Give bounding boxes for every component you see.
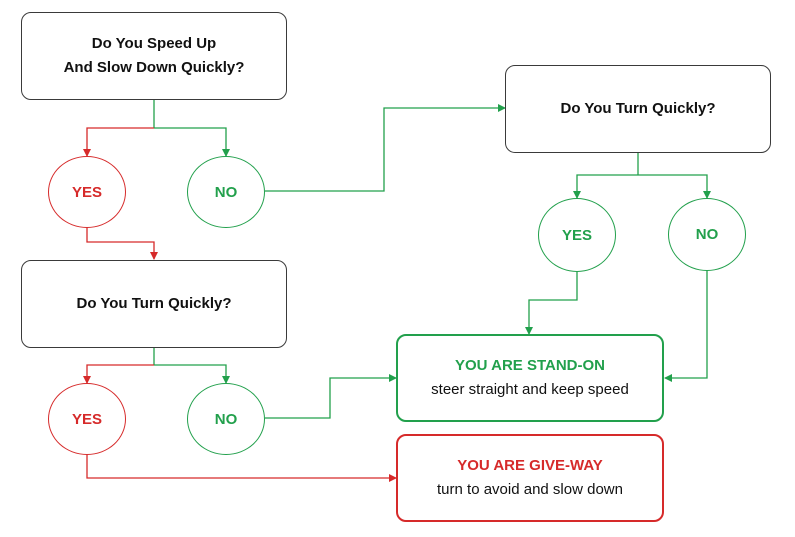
answer-yes-2: YES [48, 383, 126, 455]
connector-yes3-standon [525, 272, 578, 335]
result-give-way-subtitle: turn to avoid and slow down [437, 481, 623, 498]
question-turn-right-box: Do You Turn Quickly? [505, 65, 771, 153]
connector-q3-yes [573, 174, 638, 199]
result-give-way-title: YOU ARE GIVE-WAY [457, 457, 603, 474]
connector-q2-yes [83, 364, 154, 384]
result-stand-on-title: YOU ARE STAND-ON [455, 357, 605, 374]
answer-yes-3: YES [538, 198, 616, 272]
connector-no1-q3 [265, 104, 506, 192]
connector-q1-yes [83, 127, 154, 157]
question-turn-left-box: Do You Turn Quickly? [21, 260, 287, 348]
result-give-way-box: YOU ARE GIVE-WAY turn to avoid and slow … [396, 434, 664, 522]
connector-yes2-giveway [86, 455, 397, 482]
connector-yes1-q2 [86, 228, 158, 260]
question-speed-line1: Do You Speed Up [91, 35, 217, 52]
result-stand-on-subtitle: steer straight and keep speed [431, 381, 629, 398]
connector-q2-no [154, 364, 230, 384]
question-speed-line2: And Slow Down Quickly? [63, 59, 245, 76]
answer-no-1: NO [187, 156, 265, 228]
connector-q3-no [638, 174, 711, 199]
answer-no-3: NO [668, 198, 746, 271]
connector-no2-standon [265, 374, 397, 419]
answer-no-2: NO [187, 383, 265, 455]
question-speed-box: Do You Speed Up And Slow Down Quickly? [21, 12, 287, 100]
question-turn-left-text: Do You Turn Quickly? [76, 295, 232, 312]
connector-no3-standon [664, 271, 708, 382]
question-turn-right-text: Do You Turn Quickly? [560, 100, 716, 117]
connector-q1-no [154, 127, 230, 157]
result-stand-on-box: YOU ARE STAND-ON steer straight and keep… [396, 334, 664, 422]
answer-yes-1: YES [48, 156, 126, 228]
